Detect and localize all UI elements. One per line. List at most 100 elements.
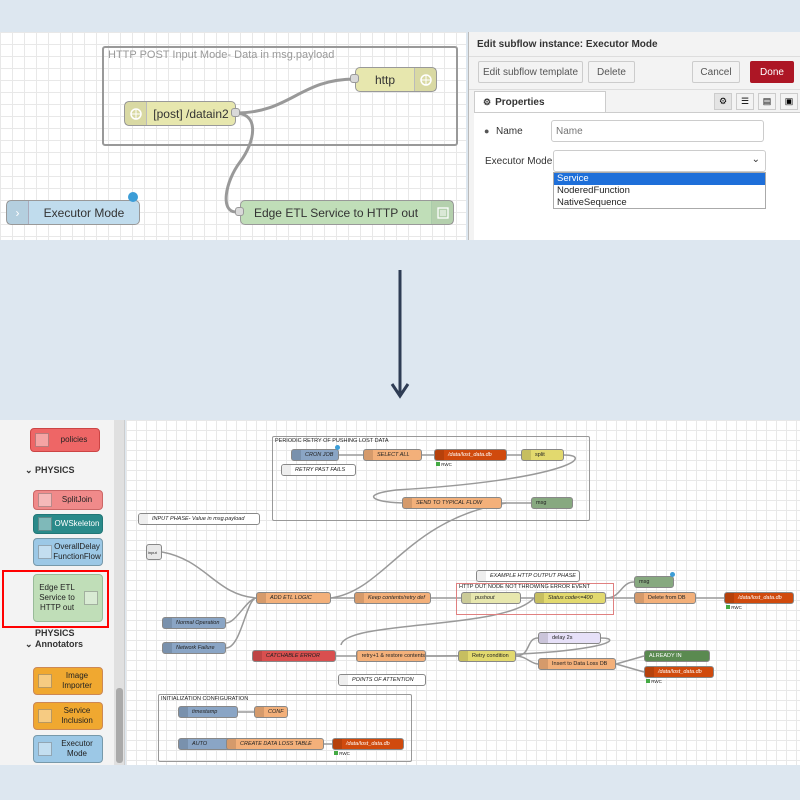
delete-from-db-node[interactable]: Delete from DB <box>634 592 696 604</box>
example-http-comment[interactable]: EXAMPLE HTTP OUTPUT PHASE <box>476 570 580 582</box>
palette-image-importer[interactable]: Image Importer <box>33 667 103 695</box>
network-failure-node[interactable]: Network Failure <box>162 642 226 654</box>
retry-past-fails-comment[interactable]: RETRY PAST FAILS <box>281 464 356 476</box>
palette-policies[interactable]: policies <box>30 428 100 452</box>
split-node[interactable]: split <box>521 449 564 461</box>
cancel-button[interactable]: Cancel <box>692 61 740 83</box>
database-icon <box>725 593 734 603</box>
msg-debug-node-2[interactable]: msg <box>634 576 674 588</box>
inject-icon <box>163 618 172 628</box>
group-initialization: INITIALIZATION CONFIGURATION <box>158 694 412 762</box>
catchable-error-node[interactable]: CATCHABLE ERROR <box>252 650 336 662</box>
palette-overalldelay[interactable]: OverallDelay FunctionFlow <box>33 538 103 566</box>
subflow-icon <box>38 493 52 507</box>
keep-contents-node[interactable]: Keep contents/retry def <box>354 592 431 604</box>
retry-condition-node[interactable]: Retry condition <box>458 650 516 662</box>
tab-appearance-icon[interactable]: ▣ <box>780 93 798 110</box>
option-noderedfunction[interactable]: NoderedFunction <box>557 185 630 196</box>
palette-owskeleton[interactable]: OWSkeleton <box>33 514 103 534</box>
status-code-node[interactable]: Status code<=400 <box>534 592 606 604</box>
palette-edge-etl[interactable]: Edge ETL Service to HTTP out <box>33 574 103 622</box>
auto-node[interactable]: AUTO <box>178 738 238 750</box>
sqlite-node-4[interactable]: /data/lost_data.db <box>332 738 404 750</box>
executor-mode-node[interactable]: › Executor Mode <box>6 200 140 225</box>
group-periodic-retry: PERIODIC RETRY OF PUSHING LOST DATA <box>272 436 590 521</box>
input-node[interactable]: input <box>146 544 162 560</box>
create-table-node[interactable]: CREATE DATA LOSS TABLE <box>226 738 324 750</box>
normal-operation-node[interactable]: Normal Operation <box>162 617 226 629</box>
clock-icon <box>539 633 548 643</box>
conf-node[interactable]: CONF <box>254 706 288 718</box>
tab-settings-icon[interactable]: ⚙ <box>714 93 732 110</box>
changed-indicator <box>335 445 340 450</box>
edit-subflow-template-button[interactable]: Edit subflow template <box>478 61 583 83</box>
post-output-port[interactable] <box>231 108 240 117</box>
name-label: Name <box>496 126 523 137</box>
http-input-port[interactable] <box>350 74 359 83</box>
msg-debug-node-1[interactable]: msg <box>531 497 573 509</box>
chevron-right-icon <box>38 742 52 756</box>
globe-icon <box>125 102 147 125</box>
edit-subflow-tray: Edit subflow instance: Executor Mode Edi… <box>468 32 800 240</box>
timestamp-node[interactable]: timestamp <box>178 706 238 718</box>
option-nativesequence[interactable]: NativeSequence <box>557 197 627 208</box>
executor-mode-select[interactable]: ⌄ <box>553 150 766 172</box>
done-button[interactable]: Done <box>750 61 794 83</box>
sqlite-node-1[interactable]: /data/lost_data.db <box>434 449 507 461</box>
changed-indicator <box>128 192 138 202</box>
subflow-icon <box>431 201 453 224</box>
chevron-down-icon: ⌄ <box>25 465 36 475</box>
input-phase-comment[interactable]: INPUT PHASE- Value in msg.payload <box>138 513 260 525</box>
database-icon <box>333 739 342 749</box>
function-icon <box>357 651 358 661</box>
palette-scrollbar[interactable] <box>114 420 124 765</box>
function-icon <box>257 593 266 603</box>
executor-dropdown-list[interactable]: Service NoderedFunction NativeSequence <box>553 172 766 209</box>
sqlite-node-2[interactable]: /data/lost_data.db <box>724 592 794 604</box>
add-etl-logic-node[interactable]: ADD ETL LOGIC <box>256 592 331 604</box>
comment-icon <box>139 514 148 524</box>
tab-doc-icon[interactable]: ▤ <box>758 93 776 110</box>
post-datain-node[interactable]: [post] /datain2 <box>124 101 236 126</box>
retry-restore-node[interactable]: retry+1 & restore contents <box>356 650 426 662</box>
group-http-out: HTTP OUT NODE NOT THROWING ERROR EVENT <box>456 583 614 615</box>
option-service[interactable]: Service <box>554 173 765 185</box>
palette-splitjoin[interactable]: SplitJoin <box>33 490 103 510</box>
gear-icon: ⚙ <box>483 96 492 107</box>
delay-node[interactable]: delay 2s <box>538 632 601 644</box>
points-attention-comment[interactable]: POINTS OF ATTENTION <box>338 674 426 686</box>
cron-job-node[interactable]: CRON JOB <box>291 449 339 461</box>
edge-etl-node[interactable]: Edge ETL Service to HTTP out <box>240 200 454 225</box>
insert-data-loss-node[interactable]: Insert to Data Loss DB <box>538 658 616 670</box>
http-node[interactable]: http <box>355 67 437 92</box>
changed-indicator <box>670 572 675 577</box>
database-icon <box>645 667 654 677</box>
function-icon <box>403 498 412 508</box>
function-icon <box>635 593 644 603</box>
catch-icon <box>253 651 262 661</box>
top-flow-canvas[interactable]: HTTP POST Input Mode- Data in msg.payloa… <box>0 32 466 240</box>
tab-properties[interactable]: ⚙ Properties <box>474 91 606 112</box>
node-palette: policies ⌄ PHYSICS SplitJoin OWSkeleton … <box>0 420 125 765</box>
physics-header[interactable]: ⌄ PHYSICS <box>25 465 75 475</box>
subflow-icon <box>462 593 471 603</box>
bottom-flow-canvas[interactable]: PERIODIC RETRY OF PUSHING LOST DATA CRON… <box>126 420 800 765</box>
subflow-icon <box>38 545 52 559</box>
bottom-wires <box>161 454 724 745</box>
already-in-node[interactable]: ALREADY IN <box>644 650 710 662</box>
subflow-icon <box>38 674 52 688</box>
tab-description-icon[interactable]: ☰ <box>736 93 754 110</box>
name-input[interactable] <box>551 120 764 142</box>
down-arrow-icon <box>390 270 410 399</box>
delete-button[interactable]: Delete <box>588 61 635 83</box>
select-all-node[interactable]: SELECT ALL <box>363 449 422 461</box>
palette-executor-mode[interactable]: Executor Mode <box>33 735 103 763</box>
highlight-box <box>2 570 109 628</box>
sqlite-node-3[interactable]: /data/lost_data.db <box>644 666 714 678</box>
clock-icon <box>292 450 301 460</box>
annotators-header[interactable]: ⌄ PHYSICS Annotators <box>25 628 84 649</box>
palette-service-inclusion[interactable]: Service Inclusion <box>33 702 103 730</box>
pushout-node[interactable]: pushout <box>461 592 521 604</box>
send-typical-flow-node[interactable]: SEND TO TYPICAL FLOW <box>402 497 502 509</box>
edge-input-port[interactable] <box>235 207 244 216</box>
